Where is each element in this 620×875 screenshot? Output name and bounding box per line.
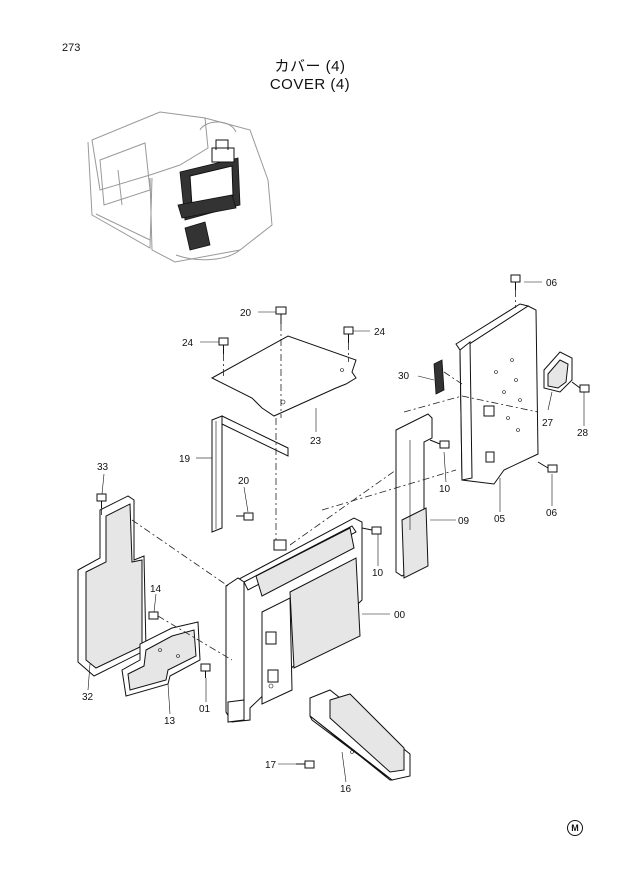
label-09: 09: [458, 516, 470, 527]
label-27: 27: [542, 418, 554, 429]
bolt-10-upper: [429, 439, 450, 449]
label-14: 14: [150, 584, 162, 595]
label-20-top: 20: [240, 308, 252, 319]
label-32: 32: [82, 692, 94, 703]
rear-panel-05: [455, 303, 539, 485]
strip-30: [433, 359, 463, 395]
page-number: 273: [62, 42, 81, 54]
plate-13: [121, 621, 201, 697]
label-00: 00: [394, 610, 406, 621]
bolt-06-bottom: [537, 461, 558, 473]
label-17: 17: [265, 760, 277, 771]
centerline-32-to-frame: [131, 519, 229, 587]
label-01: 01: [199, 704, 211, 715]
bolt-24-right: [343, 326, 354, 362]
bolt-20-top: [275, 306, 287, 418]
label-19: 19: [179, 454, 191, 465]
bolt-28: [571, 381, 590, 393]
bolt-24-left: [218, 337, 229, 378]
label-24-right: 24: [374, 327, 386, 338]
label-10-frame: 10: [372, 568, 384, 579]
bolt-33: [96, 493, 107, 516]
bolt-20-lower: [236, 512, 254, 521]
label-20-lower: 20: [238, 476, 250, 487]
label-28: 28: [577, 428, 589, 439]
centerline-frame-to-panel-09: [289, 469, 397, 546]
centerline-frame-to-panel: [321, 469, 457, 511]
label-10-upper: 10: [439, 484, 451, 495]
label-06-bottom: 06: [546, 508, 558, 519]
centerline-09-to-05: [403, 395, 463, 413]
bolt-10-frame: [361, 526, 382, 535]
label-24-left: 24: [182, 338, 194, 349]
title-japanese: カバー (4): [274, 58, 346, 75]
label-30: 30: [398, 371, 410, 382]
label-33: 33: [97, 462, 109, 473]
lower-guard-16: [309, 689, 411, 781]
panel-09: [395, 413, 433, 579]
bolt-01: [200, 663, 211, 678]
machine-overview-illustration: [87, 111, 273, 263]
main-frame-00: [225, 517, 363, 723]
label-06-top: 06: [546, 278, 558, 289]
label-23: 23: [310, 436, 322, 447]
label-05: 05: [494, 514, 506, 525]
bracket-27: [543, 351, 573, 393]
top-cover-plate-23: [210, 335, 357, 417]
label-13: 13: [164, 716, 176, 727]
manufacturer-mark: M: [567, 820, 583, 836]
bracket-19: [211, 415, 289, 533]
leader-lines: [87, 281, 585, 783]
bolt-17: [296, 760, 315, 769]
label-16: 16: [340, 784, 352, 795]
bolt-06-top: [510, 274, 521, 308]
side-pad-32: [77, 495, 147, 677]
title-english: COVER (4): [269, 76, 351, 93]
bolt-14: [148, 611, 233, 661]
